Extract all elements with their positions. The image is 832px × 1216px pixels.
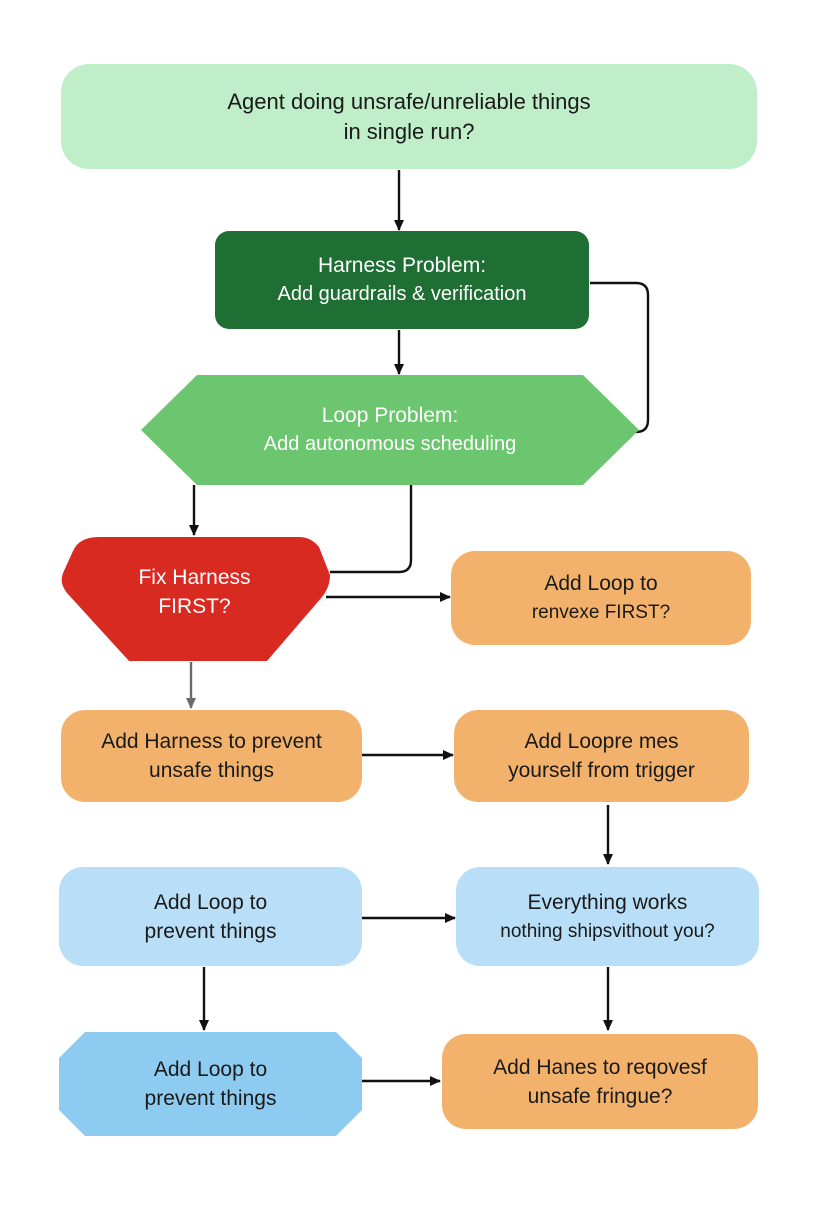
node-add-hanes: Add Hanes to reqovesf unsafe fringue?	[442, 1034, 758, 1129]
node-start-line2: in single run?	[343, 118, 475, 144]
connector-loop-to-fix	[330, 485, 413, 574]
node-add-loop-prevent-1: Add Loop to prevent things	[59, 867, 362, 966]
node-add-loop-first-line2: renvexe FIRST?	[531, 602, 671, 623]
node-everything-works-line2: nothing shipsvithout you?	[500, 920, 715, 942]
node-add-harness-prevent-line1: Add Harness to prevent	[101, 730, 322, 753]
node-harness-problem-line2: Add guardrails & verification	[277, 283, 527, 305]
node-start-line1: Agent doing unsrafe/unreliable things	[227, 88, 591, 114]
node-add-loop-prevent-2-line2: prevent things	[144, 1087, 277, 1110]
node-add-loop-prevent-2-shape	[59, 1032, 362, 1136]
node-add-loop-prevent-2-line1: Add Loop to	[153, 1058, 268, 1081]
node-add-loop-first-line1: Add Loop to	[544, 572, 658, 595]
node-add-loop-prevent-1-line1: Add Loop to	[153, 890, 268, 914]
node-everything-works: Everything works nothing shipsvithout yo…	[456, 867, 759, 966]
node-add-loopre: Add Loopre mes yourself from trigger	[454, 710, 749, 802]
node-add-loopre-line1: Add Loopre mes	[524, 730, 679, 753]
node-harness-problem: Harness Problem: Add guardrails & verifi…	[215, 231, 589, 329]
node-fix-harness-shape	[61, 537, 330, 661]
connector-harness-side-loop	[590, 281, 650, 434]
node-add-loop-first: Add Loop to renvexe FIRST?	[451, 551, 751, 645]
node-fix-harness-line2: FIRST?	[158, 595, 231, 618]
node-harness-problem-line1: Harness Problem:	[317, 254, 487, 277]
node-add-loop-prevent-1-line2: prevent things	[144, 919, 277, 943]
node-fix-harness-line1: Fix Harness	[138, 566, 251, 589]
node-loop-problem-shape	[141, 375, 639, 485]
node-add-hanes-line1: Add Hanes to reqovesf	[493, 1055, 707, 1079]
node-everything-works-line1: Everything works	[527, 890, 688, 914]
node-loop-problem-line1: Loop Problem:	[321, 404, 459, 427]
node-loop-problem: Loop Problem: Add autonomous scheduling	[141, 375, 639, 485]
node-start: Agent doing unsrafe/unreliable things in…	[61, 64, 757, 169]
node-fix-harness: Fix Harness FIRST?	[59, 537, 330, 661]
node-add-hanes-line2: unsafe fringue?	[527, 1084, 673, 1108]
node-loop-problem-line2: Add autonomous scheduling	[263, 433, 517, 455]
node-add-loop-prevent-2: Add Loop to prevent things	[59, 1032, 362, 1136]
node-add-loopre-line2: yourself from trigger	[508, 759, 695, 782]
node-add-harness-prevent-line2: unsafe things	[149, 759, 274, 782]
node-add-harness-prevent: Add Harness to prevent unsafe things	[61, 710, 362, 802]
